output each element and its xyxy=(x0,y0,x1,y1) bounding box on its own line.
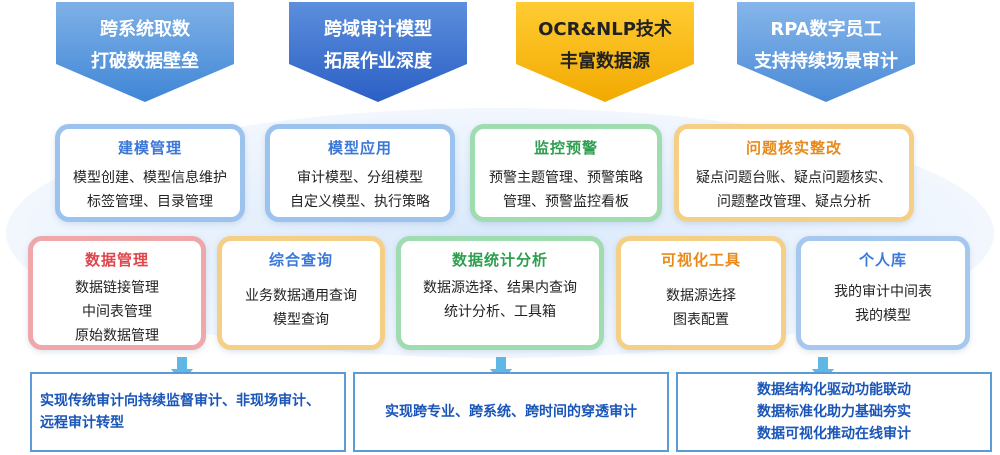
banner-line1: OCR&NLP技术 xyxy=(538,19,672,40)
outcome-box-penetration-audit: 实现跨专业、跨系统、跨时间的穿透审计 xyxy=(353,372,669,452)
card-title: 综合查询 xyxy=(268,251,333,269)
card-line: 自定义模型、执行策略 xyxy=(290,194,430,210)
card-line: 疑点问题台账、疑点问题核实、 xyxy=(696,170,892,186)
card-data-statistics: 数据统计分析 数据源选择、结果内查询 统计分析、工具箱 xyxy=(396,236,604,350)
outcome-box-data-drivers: 数据结构化驱动功能联动 数据标准化助力基础夯实 数据可视化推动在线审计 xyxy=(676,372,992,452)
card-line: 统计分析、工具箱 xyxy=(444,304,556,320)
banner-cross-system: 跨系统取数 打破数据壁垒 xyxy=(56,2,234,102)
card-issue-rectification: 问题核实整改 疑点问题台账、疑点问题核实、 问题整改管理、疑点分析 xyxy=(674,124,914,222)
card-line: 预警主题管理、预警策略 xyxy=(489,170,643,186)
card-title: 模型应用 xyxy=(327,139,392,157)
card-line: 中间表管理 xyxy=(82,304,152,320)
banner-line2: 支持持续场景审计 xyxy=(754,51,898,72)
banner-line2: 打破数据壁垒 xyxy=(91,51,199,72)
banner-ocr-nlp: OCR&NLP技术 丰富数据源 xyxy=(516,2,694,102)
banner-rpa: RPA数字员工 支持持续场景审计 xyxy=(737,2,915,102)
card-line: 图表配置 xyxy=(673,312,729,328)
outcome-line: 数据可视化推动在线审计 xyxy=(757,426,911,442)
card-line: 问题整改管理、疑点分析 xyxy=(717,194,871,210)
outcome-line: 数据结构化驱动功能联动 xyxy=(757,382,911,398)
card-model-application: 模型应用 审计模型、分组模型 自定义模型、执行策略 xyxy=(265,124,455,222)
card-line: 管理、预警监控看板 xyxy=(503,194,629,210)
card-line: 模型创建、模型信息维护 xyxy=(73,170,227,186)
card-line: 我的审计中间表 xyxy=(834,284,932,300)
banner-line1: 跨域审计模型 xyxy=(324,19,432,40)
card-line: 数据源选择 xyxy=(666,288,736,304)
card-title: 可视化工具 xyxy=(660,251,741,269)
outcome-box-transformation: 实现传统审计向持续监督审计、非现场审计、 远程审计转型 xyxy=(30,372,346,452)
card-title: 问题核实整改 xyxy=(745,139,842,157)
card-line: 审计模型、分组模型 xyxy=(297,170,423,186)
card-title: 监控预警 xyxy=(533,139,598,157)
outcome-line: 实现传统审计向持续监督审计、非现场审计、 xyxy=(40,393,320,409)
card-comprehensive-query: 综合查询 业务数据通用查询 模型查询 xyxy=(217,236,385,350)
card-personal-library: 个人库 我的审计中间表 我的模型 xyxy=(796,236,970,350)
card-title: 建模管理 xyxy=(117,139,182,157)
card-title: 个人库 xyxy=(858,251,907,269)
card-line: 我的模型 xyxy=(855,308,911,324)
card-line: 模型查询 xyxy=(273,312,329,328)
card-modeling-management: 建模管理 模型创建、模型信息维护 标签管理、目录管理 xyxy=(55,124,245,222)
banner-line2: 丰富数据源 xyxy=(560,51,650,72)
banner-line2: 拓展作业深度 xyxy=(324,51,432,72)
banner-line1: RPA数字员工 xyxy=(770,19,882,40)
card-visualization-tools: 可视化工具 数据源选择 图表配置 xyxy=(616,236,786,350)
card-line: 数据源选择、结果内查询 xyxy=(423,280,577,296)
card-line: 数据链接管理 xyxy=(75,280,159,296)
card-line: 业务数据通用查询 xyxy=(245,288,357,304)
banner-line1: 跨系统取数 xyxy=(100,19,190,40)
banner-cross-domain-model: 跨域审计模型 拓展作业深度 xyxy=(289,2,467,102)
card-line: 原始数据管理 xyxy=(75,328,159,344)
outcome-line: 数据标准化助力基础夯实 xyxy=(757,404,911,420)
card-line: 标签管理、目录管理 xyxy=(87,194,213,210)
card-data-management: 数据管理 数据链接管理 中间表管理 原始数据管理 xyxy=(28,236,206,350)
outcome-line: 远程审计转型 xyxy=(40,415,124,431)
card-title: 数据统计分析 xyxy=(451,251,548,269)
card-monitoring-alert: 监控预警 预警主题管理、预警策略 管理、预警监控看板 xyxy=(470,124,662,222)
outcome-line: 实现跨专业、跨系统、跨时间的穿透审计 xyxy=(385,404,637,420)
card-title: 数据管理 xyxy=(84,251,149,269)
